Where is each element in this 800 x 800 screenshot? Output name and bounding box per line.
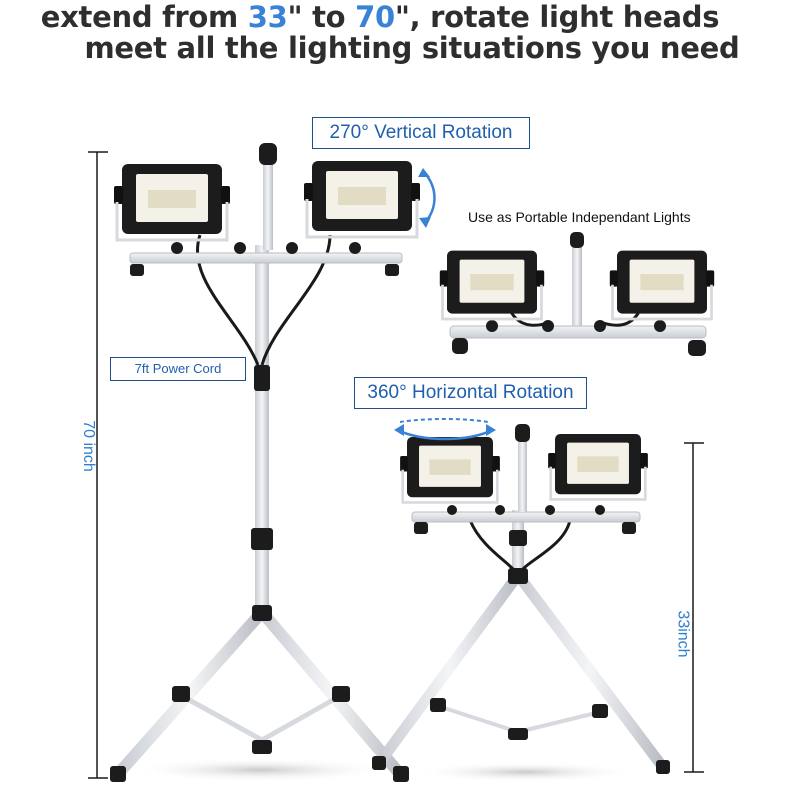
vertical-rotation-callout: 270° Vertical Rotation — [312, 117, 530, 149]
horizontal-rotation-callout: 360° Horizontal Rotation — [354, 377, 587, 409]
tall-height-dimension-label: 70 inch — [79, 420, 97, 472]
portable-base-illustration — [438, 232, 716, 356]
short-height-dimension-label: 33inch — [674, 610, 692, 658]
power-cord-callout: 7ft Power Cord — [110, 357, 246, 381]
portable-lights-label: Use as Portable Independant Lights — [468, 209, 691, 225]
headline-line-1: extend from 33" to 70", rotate light hea… — [40, 0, 720, 34]
height-max-value: 70 — [355, 0, 395, 34]
tall-stand-illustration — [88, 143, 436, 782]
short-stand-illustration — [372, 418, 704, 782]
headline-line-2: meet all the lighting situations you nee… — [84, 31, 740, 65]
height-min-value: 33 — [247, 0, 288, 34]
